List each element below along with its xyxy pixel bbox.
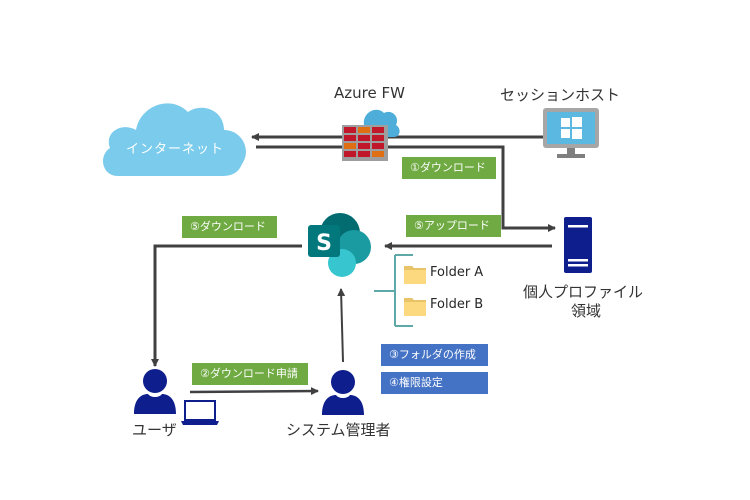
admin-node (322, 369, 364, 415)
step2-request-tag: ②ダウンロード申請 (192, 363, 308, 385)
profile-storage-node (564, 217, 592, 273)
person-icon (134, 369, 176, 414)
folder-tree-bracket (374, 254, 413, 327)
user-label: ユーザ (132, 421, 177, 439)
internet-label: インターネット (126, 142, 225, 157)
folder-label: Folder A (430, 265, 484, 280)
arrow-admin-to-sharepoint (337, 288, 346, 363)
step1-download-tag: ①ダウンロード (402, 157, 496, 179)
folder-list: Folder A Folder B (404, 262, 504, 322)
folder-icon (404, 298, 426, 316)
profile-storage-label-line2: 領域 (571, 302, 602, 320)
laptop-icon (181, 400, 219, 425)
person-icon (322, 370, 364, 415)
arrow-user-to-admin (189, 387, 319, 396)
firewall-icon (342, 109, 400, 161)
folder-icon (404, 266, 426, 284)
folder-label: Folder B (430, 297, 484, 312)
server-icon (564, 217, 592, 273)
admin-label: システム管理者 (286, 421, 391, 439)
step4-permission-tag: ④権限設定 (381, 372, 488, 394)
session-host-label: セッションホスト (500, 86, 621, 104)
arrow-sharepoint-to-user (151, 244, 302, 367)
svg-text:S: S (316, 231, 332, 256)
user-laptop (181, 400, 219, 426)
step5-download-tag: ⑤ダウンロード (182, 216, 277, 238)
sharepoint-node: S (306, 211, 374, 279)
profile-storage-label-line1: 個人プロファイル (523, 283, 644, 301)
internet-node: インターネット (98, 92, 250, 180)
cloud-icon (103, 103, 246, 176)
azure-fw-node (342, 103, 402, 161)
step5-upload-tag: ⑤アップロード (406, 215, 501, 237)
folder-item[interactable]: Folder A (404, 262, 504, 286)
sharepoint-icon: S (308, 213, 371, 277)
session-host-node (543, 108, 599, 160)
user-node (134, 368, 176, 414)
step3-create-folder-tag: ③フォルダの作成 (381, 344, 488, 366)
folder-item[interactable]: Folder B (404, 294, 504, 318)
windows-monitor-icon (543, 108, 599, 158)
azure-fw-label: Azure FW (334, 84, 405, 102)
